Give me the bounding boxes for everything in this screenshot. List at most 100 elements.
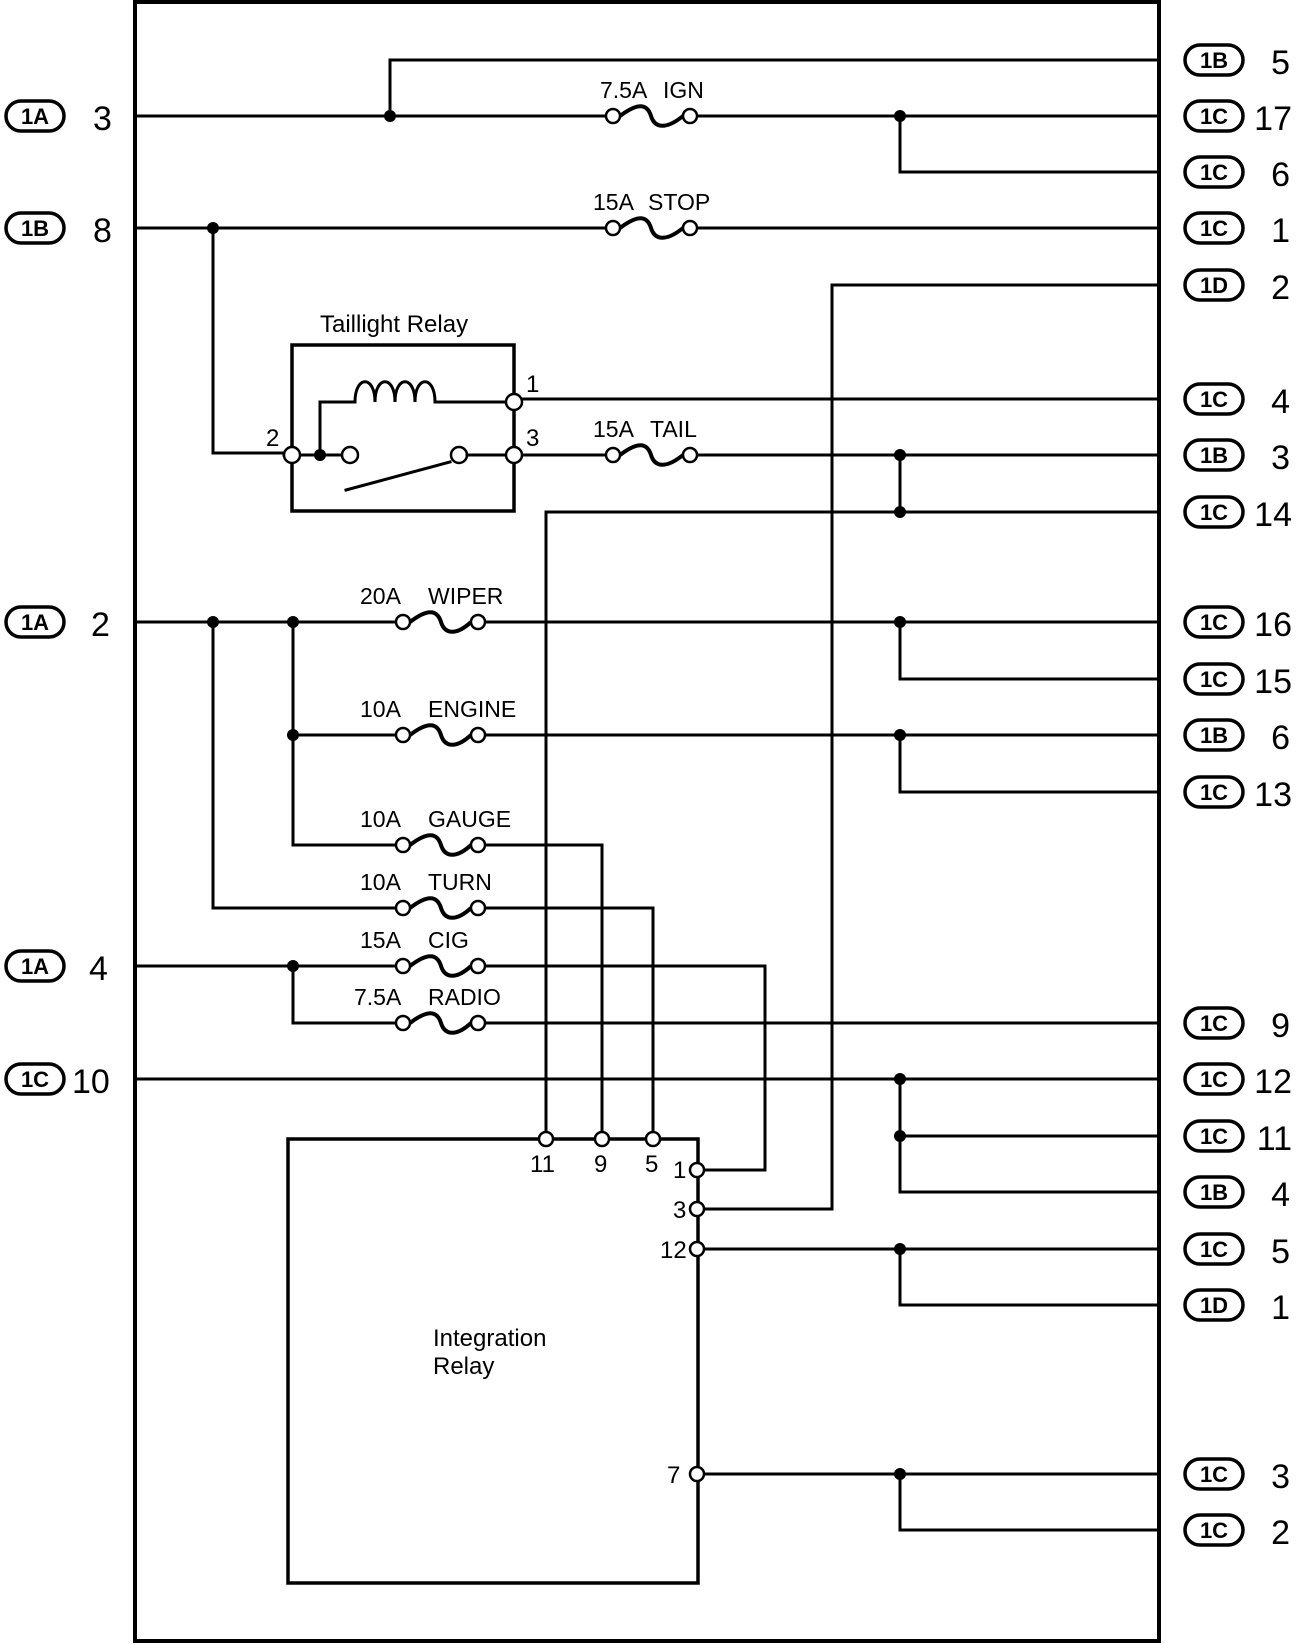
svg-text:10A: 10A [360,806,402,832]
right-connector-1b-3: 1B 3 [1183,438,1290,477]
svg-text:3: 3 [93,100,112,138]
taillight-relay-title: Taillight Relay [320,311,468,338]
svg-text:TAIL: TAIL [650,416,697,442]
svg-text:9: 9 [1271,1007,1290,1045]
svg-text:15A: 15A [593,416,635,442]
svg-text:9: 9 [594,1151,607,1178]
left-connector-1c-10: 1C 10 [4,1062,110,1101]
svg-text:1C: 1C [1200,610,1228,635]
left-connectors: 1A 3 1B 8 1A 2 1A 4 1C 10 [4,99,112,1101]
svg-text:1C: 1C [1200,500,1228,525]
svg-text:4: 4 [89,950,108,988]
fuse-stop: 15A STOP [593,189,710,240]
svg-text:3: 3 [673,1197,686,1224]
left-connector-1a-4: 1A 4 [4,949,108,988]
svg-text:1C: 1C [1200,1067,1228,1092]
svg-text:15: 15 [1254,663,1292,701]
right-connector-1c-16: 1C 16 [1183,605,1292,644]
svg-text:10: 10 [72,1063,110,1101]
svg-text:14: 14 [1254,496,1292,534]
svg-text:7.5A: 7.5A [600,77,648,103]
svg-text:12: 12 [660,1237,687,1264]
svg-text:1D: 1D [1200,1293,1228,1318]
svg-text:13: 13 [1254,776,1292,814]
svg-text:3: 3 [1271,1458,1290,1496]
svg-text:2: 2 [1271,1514,1290,1552]
svg-text:5: 5 [645,1151,658,1178]
right-connector-1d-2: 1D 2 [1183,268,1290,307]
svg-text:20A: 20A [360,583,402,609]
svg-text:1C: 1C [1200,780,1228,805]
fuse-wiper: 20A WIPER [360,583,503,634]
svg-text:3: 3 [526,425,539,452]
svg-text:STOP: STOP [648,189,710,215]
junction-block-frame [133,0,1161,1643]
taillight-relay: Taillight Relay 2 1 3 [266,311,539,513]
svg-text:IGN: IGN [663,77,704,103]
svg-text:6: 6 [1271,719,1290,757]
svg-text:1A: 1A [21,610,49,635]
svg-text:3: 3 [1271,439,1290,477]
svg-text:1: 1 [526,371,539,398]
svg-text:7.5A: 7.5A [354,984,402,1010]
svg-text:1C: 1C [1200,1237,1228,1262]
svg-text:WIPER: WIPER [428,583,503,609]
svg-text:CIG: CIG [428,927,469,953]
svg-text:1C: 1C [1200,160,1228,185]
integration-relay: Integration Relay 11 9 5 1 3 12 7 [286,1130,706,1585]
svg-text:5: 5 [1271,1233,1290,1271]
fuse-engine: 10A ENGINE [360,696,516,747]
svg-text:1C: 1C [1200,1124,1228,1149]
svg-text:11: 11 [530,1151,555,1178]
svg-text:10A: 10A [360,696,402,722]
svg-text:1B: 1B [1200,48,1228,73]
right-connector-1c-13: 1C 13 [1183,775,1292,814]
svg-text:1B: 1B [1200,723,1228,748]
svg-text:15A: 15A [593,189,635,215]
right-connector-1c-1: 1C 1 [1183,211,1290,250]
svg-text:1D: 1D [1200,273,1228,298]
svg-text:7: 7 [667,1462,680,1489]
junction-dots [207,110,906,1480]
svg-text:1C: 1C [1200,667,1228,692]
svg-text:Integration: Integration [433,1325,546,1352]
fuse-gauge: 10A GAUGE [360,806,511,857]
svg-text:1C: 1C [1200,1518,1228,1543]
fuse-ign: 7.5A IGN [600,77,704,128]
svg-text:1B: 1B [21,216,49,241]
svg-text:10A: 10A [360,869,402,895]
right-connector-1c-9: 1C 9 [1183,1006,1290,1045]
right-connector-1c-11: 1C 11 [1183,1119,1292,1158]
fuse-turn: 10A TURN [360,869,492,920]
right-connector-1b-6: 1B 6 [1183,718,1290,757]
svg-text:16: 16 [1254,606,1292,644]
svg-text:1C: 1C [1200,387,1228,412]
svg-text:GAUGE: GAUGE [428,806,511,832]
right-connector-1c-14: 1C 14 [1183,495,1292,534]
svg-text:5: 5 [1271,44,1290,82]
svg-text:11: 11 [1257,1120,1292,1158]
svg-text:1B: 1B [1200,443,1228,468]
fuse-cig: 15A CIG [360,927,487,978]
svg-text:2: 2 [1271,269,1290,307]
right-connector-1c-2: 1C 2 [1183,1513,1290,1552]
svg-text:1: 1 [1271,212,1290,250]
right-connector-1c-15: 1C 15 [1183,662,1292,701]
svg-text:1A: 1A [21,104,49,129]
svg-text:1C: 1C [1200,216,1228,241]
svg-text:15A: 15A [360,927,402,953]
svg-text:1C: 1C [1200,1011,1228,1036]
wiring [133,58,1161,1532]
left-connector-1b-8: 1B 8 [4,211,112,250]
svg-text:2: 2 [91,606,110,644]
left-connector-1a-2: 1A 2 [4,605,110,644]
right-connector-1c-5: 1C 5 [1183,1232,1290,1271]
left-connector-1a-3: 1A 3 [4,99,112,138]
